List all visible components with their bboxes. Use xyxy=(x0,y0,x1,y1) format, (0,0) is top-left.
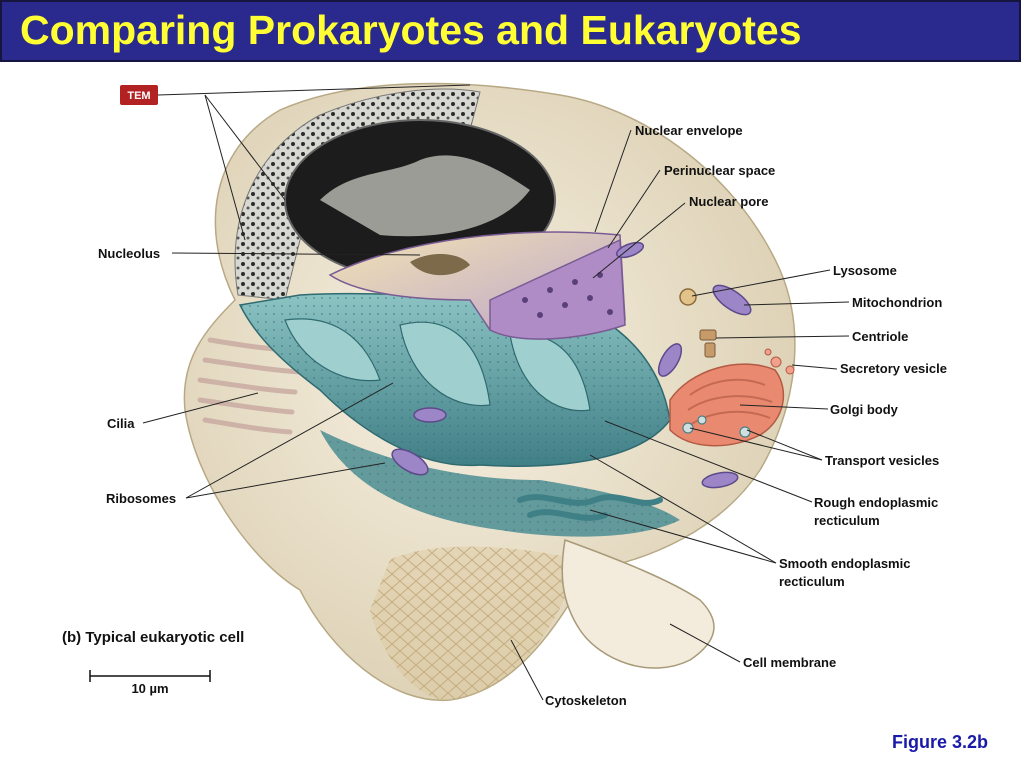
nuclear-pores xyxy=(522,272,613,318)
figure-caption: (b) Typical eukaryotic cell xyxy=(62,629,244,646)
page-title: Comparing Prokaryotes and Eukaryotes xyxy=(20,7,802,53)
label-nuclear-pore: Nuclear pore xyxy=(689,194,768,209)
label-smooth-er-line1: Smooth endoplasmic xyxy=(779,556,910,571)
figure-reference: Figure 3.2b xyxy=(891,732,988,752)
label-golgi-body: Golgi body xyxy=(830,402,899,417)
er-cisternae xyxy=(284,318,591,412)
cytoskeleton-mesh xyxy=(370,546,580,700)
label-lysosome: Lysosome xyxy=(833,263,897,278)
scale-bar xyxy=(89,670,211,682)
nucleus-side xyxy=(489,238,626,340)
label-secretory-vesicle: Secretory vesicle xyxy=(840,361,947,376)
golgi-stacks xyxy=(687,378,773,426)
transport-vesicles-shape xyxy=(682,415,751,438)
label-nucleolus: Nucleolus xyxy=(98,246,160,261)
lysosome-shape xyxy=(679,288,697,306)
label-transport-vesicles: Transport vesicles xyxy=(825,453,939,468)
smooth-er xyxy=(517,494,663,521)
label-mitochondrion: Mitochondrion xyxy=(852,295,942,310)
label-perinuclear-space: Perinuclear space xyxy=(664,163,775,178)
centriole-shape xyxy=(699,329,717,358)
cell-membrane-flap xyxy=(561,538,715,669)
label-cell-membrane: Cell membrane xyxy=(743,655,836,670)
label-rough-er-line2: recticulum xyxy=(814,513,880,528)
label-nuclear-envelope: Nuclear envelope xyxy=(635,123,743,138)
label-ribosomes: Ribosomes xyxy=(106,491,176,506)
title-bar: Comparing Prokaryotes and Eukaryotes xyxy=(0,0,1021,62)
tem-badge xyxy=(120,85,158,105)
nucleolus-shape xyxy=(410,254,470,276)
label-cilia: Cilia xyxy=(107,416,135,431)
label-rough-er-line1: Rough endoplasmic xyxy=(814,495,938,510)
mitochondria xyxy=(391,241,752,489)
leader-lines xyxy=(142,84,850,701)
label-centriole: Centriole xyxy=(852,329,908,344)
secretory-vesicles xyxy=(764,348,795,375)
golgi-shape xyxy=(669,363,785,447)
label-cytoskeleton: Cytoskeleton xyxy=(545,693,627,708)
label-smooth-er-line2: recticulum xyxy=(779,574,845,589)
scale-bar-label: 10 µm xyxy=(131,681,168,696)
tem-badge-label: TEM xyxy=(127,90,150,102)
